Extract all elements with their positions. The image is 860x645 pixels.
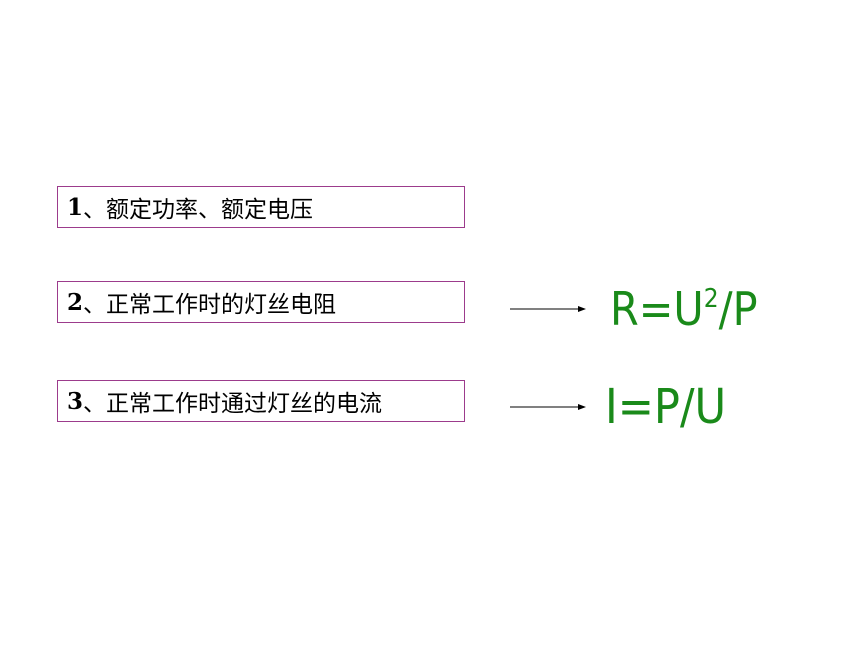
item-box-1: 1、额定功率、额定电压 [57,186,465,228]
item-box-2: 2、正常工作时的灯丝电阻 [57,281,465,323]
formula-superscript: 2 [703,284,719,314]
formula-suffix: /P [718,282,758,336]
formula-prefix: R=U [610,282,704,336]
arrow-right-icon [510,404,586,410]
arrow-right-icon [510,306,586,312]
item-text: 、正常工作时的灯丝电阻 [83,292,337,318]
item-number: 1 [67,193,84,221]
current-formula: I=P/U [605,379,727,435]
item-number: 2 [67,288,84,316]
item-text: 、正常工作时通过灯丝的电流 [83,391,383,417]
item-text: 、额定功率、额定电压 [83,197,314,223]
item-number: 3 [67,387,84,415]
resistance-formula: R=U2/P [610,286,758,332]
item-box-3: 3、正常工作时通过灯丝的电流 [57,380,465,422]
